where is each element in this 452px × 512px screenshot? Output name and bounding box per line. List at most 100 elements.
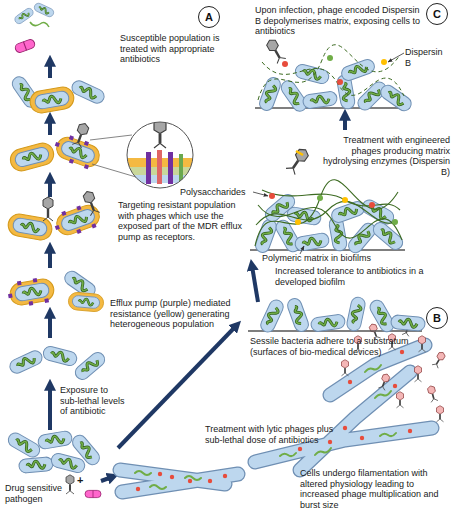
phage-dot <box>328 440 332 444</box>
phage <box>43 197 53 221</box>
matrix-strand <box>258 45 400 100</box>
bacterium <box>367 298 396 334</box>
up-arrow <box>48 386 52 430</box>
phage <box>397 392 404 408</box>
antibiotic-pill <box>85 490 101 497</box>
phage <box>66 475 74 494</box>
bacterium <box>72 350 107 383</box>
caption-text: Upon infection, phage encoded Dispersin … <box>255 5 427 37</box>
substratum-line <box>250 249 405 251</box>
sugar-dot <box>295 219 301 225</box>
inset-pump <box>157 150 162 184</box>
bacterium <box>18 457 53 474</box>
phage-dot <box>360 436 364 440</box>
sugar-dot <box>282 61 288 67</box>
caption-text: Treatment with engineered phages produci… <box>318 135 450 177</box>
substratum-line <box>248 330 422 332</box>
caption-text: Dispersin B <box>405 47 450 68</box>
pump-bacterium <box>6 275 56 309</box>
matrix-strand <box>258 205 402 240</box>
phage <box>342 360 349 376</box>
up-arrow <box>48 249 52 268</box>
leader-line <box>388 53 404 62</box>
up-arrow <box>48 119 52 135</box>
inset-bg <box>125 120 195 190</box>
resistant-bacterium <box>8 141 56 174</box>
phage <box>427 385 438 402</box>
bacterium <box>258 298 285 335</box>
caption-text: Polymeric matrix in biofilms <box>262 253 412 264</box>
phage-dot <box>170 475 174 479</box>
caption-text: Efflux pump (purple) mediated resistance… <box>110 298 235 330</box>
up-arrow <box>252 266 258 302</box>
bacterium <box>330 200 367 225</box>
phage-dot <box>158 472 162 476</box>
matrix-strand <box>262 62 404 96</box>
substratum-line <box>255 107 410 109</box>
caption-text: Drug sensitive pathogen <box>5 483 65 504</box>
zoom-circle <box>127 122 193 188</box>
caption-text: Increased tolerance to antibiotics in a … <box>275 266 425 287</box>
panel-letter: B <box>433 312 441 324</box>
phage-dot <box>208 479 212 483</box>
panel-letter-circle: B <box>426 307 448 329</box>
bacterium <box>8 348 45 375</box>
sugar-dot <box>327 55 333 61</box>
inset-pump <box>146 152 151 184</box>
up-arrow <box>343 116 347 130</box>
bacterium <box>294 232 330 252</box>
bacterium <box>50 452 86 474</box>
phage-dot <box>298 447 302 451</box>
caption-text: Susceptible population is treated with a… <box>120 33 240 65</box>
bacterium <box>294 63 330 85</box>
panel-letter: C <box>433 8 441 20</box>
biofilm-matrix <box>255 180 402 246</box>
dispersin-gene <box>296 151 303 155</box>
pump-bacterium <box>51 132 103 172</box>
bacterium <box>262 192 297 225</box>
panel-letter: A <box>205 11 213 23</box>
burst-phages <box>342 319 447 422</box>
panel-letter-circle: A <box>198 6 220 28</box>
phage <box>378 373 390 391</box>
up-arrow <box>48 62 52 78</box>
bacterium <box>42 345 78 367</box>
released-dna <box>30 22 49 27</box>
bacterium <box>37 430 73 450</box>
up-arrow <box>48 314 52 338</box>
caption-text: Targeting resistant population with phag… <box>118 200 246 242</box>
bacterium <box>286 297 311 334</box>
phage <box>72 122 90 148</box>
caption-text: Sessile bacteria adhere to a substratum … <box>250 336 428 357</box>
phage-dot <box>348 380 352 384</box>
phage <box>437 406 444 422</box>
bacterium <box>70 78 107 105</box>
sugar-dot <box>381 59 387 65</box>
bacterium <box>310 314 346 333</box>
bacterium <box>6 430 42 459</box>
phage-dot <box>188 479 192 483</box>
bacterium <box>279 78 310 114</box>
polysaccharides <box>269 193 398 225</box>
inset-phage <box>154 119 166 148</box>
resistant-bacterium <box>68 292 105 313</box>
caption-text: Polysaccharides <box>180 187 252 198</box>
bacterium <box>258 76 283 113</box>
phage-dot <box>408 429 412 433</box>
leader-line <box>253 192 268 196</box>
lysed-cell <box>13 7 35 26</box>
broken-matrix <box>258 45 404 100</box>
matrix-strand <box>256 201 396 225</box>
resistant-bacterium <box>28 85 75 114</box>
caption-text: Exposure to sub-lethal levels of antibio… <box>60 385 128 417</box>
phage <box>432 351 446 368</box>
bacterium <box>340 58 377 83</box>
polysaccharides <box>282 55 387 85</box>
phage-dot <box>343 426 347 430</box>
treatment-arrow <box>101 477 112 481</box>
phage-dot <box>223 474 227 478</box>
up-arrow <box>48 179 52 197</box>
bacterium <box>390 315 425 332</box>
panel-letter-circle: C <box>426 3 448 25</box>
